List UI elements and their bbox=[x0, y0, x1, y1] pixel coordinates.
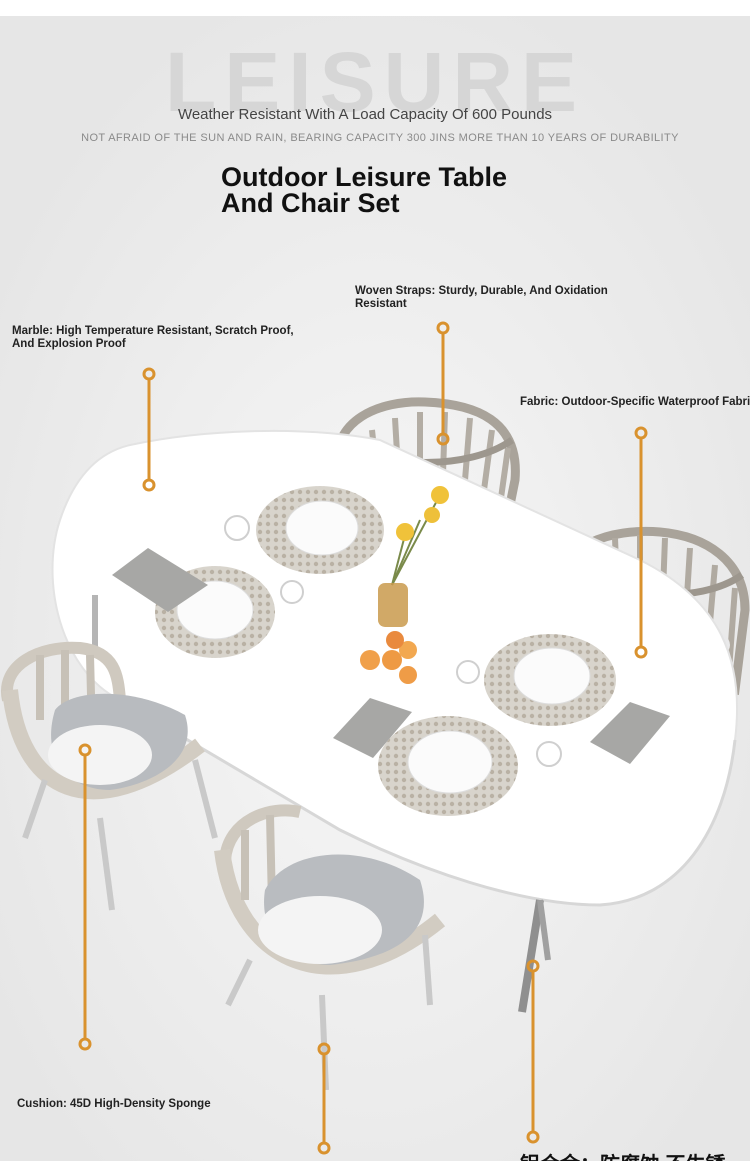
title-line-2: And Chair Set bbox=[221, 188, 400, 218]
callout-marble-label: Marble: High Temperature Resistant, Scra… bbox=[12, 325, 294, 351]
centerpiece bbox=[360, 486, 449, 684]
subtitle: Weather Resistant With A Load Capacity O… bbox=[177, 106, 553, 123]
callout-fabric-label: Fabric: Outdoor-Specific Waterproof Fabr… bbox=[520, 396, 750, 408]
page-title: Outdoor Leisure Table And Chair Set bbox=[221, 162, 508, 218]
callout-chair-leg-marker bbox=[317, 1042, 331, 1155]
callout-table-leg-marker bbox=[526, 959, 540, 1144]
callout-woven-marker bbox=[436, 321, 450, 446]
woven-line-2: Resistant bbox=[355, 298, 407, 310]
woven-line-1: Woven Straps: Sturdy, Durable, And Oxida… bbox=[355, 285, 608, 297]
callout-cushion-label: Cushion: 45D High-Density Sponge bbox=[17, 1098, 211, 1110]
top-strip bbox=[0, 0, 750, 16]
subtitle-secondary: NOT AFRAID OF THE SUN AND RAIN, BEARING … bbox=[81, 132, 679, 144]
footer-cut-text: 铝合金：防腐蚀 不生锈 bbox=[520, 1148, 726, 1161]
callout-marble-marker bbox=[142, 367, 156, 492]
place-settings bbox=[112, 486, 670, 816]
chair-front-center bbox=[214, 804, 446, 1091]
callout-fabric-marker bbox=[634, 426, 648, 659]
callout-woven-label: Woven Straps: Sturdy, Durable, And Oxida… bbox=[355, 285, 608, 311]
title-line-1: Outdoor Leisure Table bbox=[221, 162, 508, 192]
marble-line-2: And Explosion Proof bbox=[12, 338, 126, 350]
watermark-heading: LEISURE bbox=[164, 35, 586, 129]
marble-line-1: Marble: High Temperature Resistant, Scra… bbox=[12, 325, 294, 337]
callout-cushion-marker bbox=[78, 743, 92, 1051]
